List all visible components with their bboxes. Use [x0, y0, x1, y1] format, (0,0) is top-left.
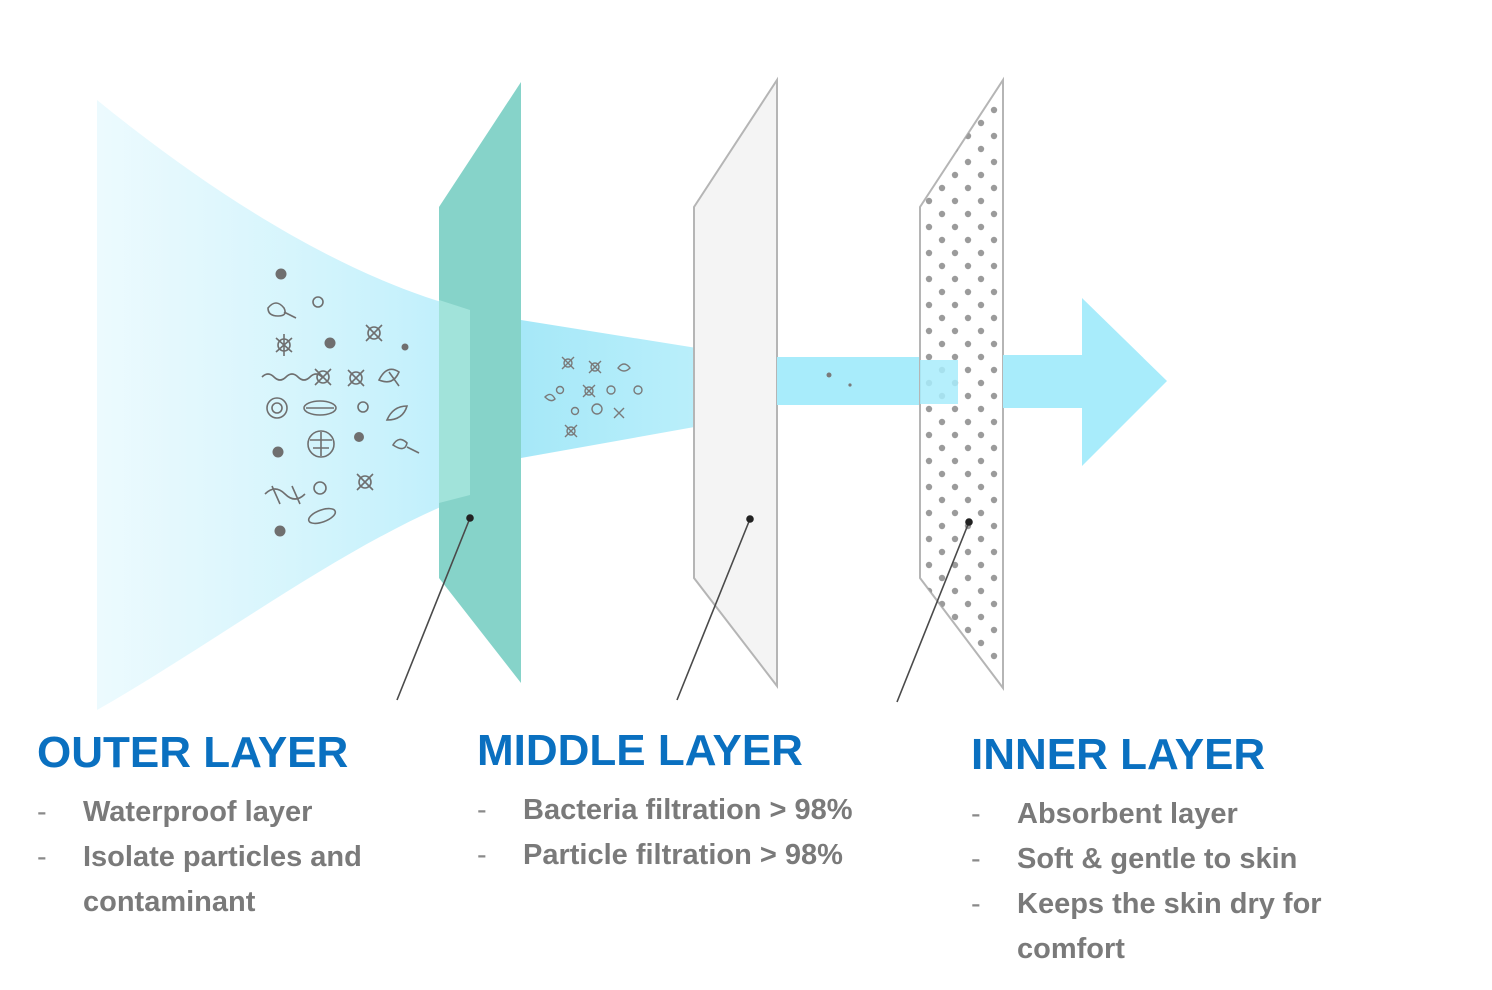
inner-layer-bullets: -Absorbent layer -Soft & gentle to skin … [971, 792, 1391, 972]
bullet-text: Particle filtration > 98% [523, 839, 843, 871]
inner-layer-title: INNER LAYER [971, 730, 1266, 779]
airflow-stage-2 [521, 320, 728, 458]
middle-layer-bullets: - Bacteria filtration > 98% - Particle fil… [477, 788, 917, 878]
list-item: - Soft & gentle to skin [971, 837, 1391, 882]
list-item: - Absorbent layer [971, 792, 1391, 837]
middle-layer-title: MIDDLE LAYER [477, 726, 803, 775]
leader-lines [396, 514, 973, 703]
bullet-dash: - [971, 888, 981, 920]
bullet-dash: - [477, 839, 487, 871]
airflow-arrow-icon [1003, 298, 1167, 466]
particle-cluster-small [544, 356, 643, 438]
bullet-dash: - [477, 794, 487, 826]
list-item: - Particle filtration > 98% [477, 833, 917, 878]
airflow-stage-3 [777, 357, 920, 405]
list-item: - Isolate particles and contaminant [37, 835, 437, 925]
bullet-text: Keeps the skin dry for comfort [1017, 888, 1322, 965]
bullet-dash: - [971, 843, 981, 875]
bullet-dash: - [37, 841, 47, 873]
middle-layer-panel [693, 76, 778, 689]
airflow-through-inner [920, 360, 958, 404]
airflow-overlap [439, 300, 470, 503]
particle-cluster-icon [261, 268, 420, 537]
airflow-cone-outer [97, 100, 470, 710]
outer-layer-panel [439, 82, 521, 683]
bullet-dash: - [37, 796, 47, 828]
bullet-text: Bacteria filtration > 98% [523, 794, 853, 826]
bullet-text: Soft & gentle to skin [1017, 843, 1298, 875]
bullet-dash: - [971, 798, 981, 830]
list-item: - Waterproof layer [37, 790, 437, 835]
particle-cluster-tiny [826, 372, 852, 387]
middle-layer-block: MIDDLE LAYER - Bacteria filtration > 98% … [477, 726, 917, 878]
outer-layer-block: OUTER LAYER - Waterproof layer - Isolate p… [37, 728, 437, 925]
bullet-text: Waterproof layer [83, 796, 313, 828]
list-item: - Keeps the skin dry for comfort [971, 882, 1391, 972]
list-item: - Bacteria filtration > 98% [477, 788, 917, 833]
bullet-text: Absorbent layer [1017, 798, 1238, 830]
outer-layer-bullets: - Waterproof layer - Isolate particles and… [37, 790, 437, 925]
bullet-text: Isolate particles and contaminant [83, 841, 362, 918]
outer-layer-title: OUTER LAYER [37, 728, 349, 777]
inner-layer-block: INNER LAYER - Absorbent layer - Soft & gen… [971, 730, 1391, 972]
